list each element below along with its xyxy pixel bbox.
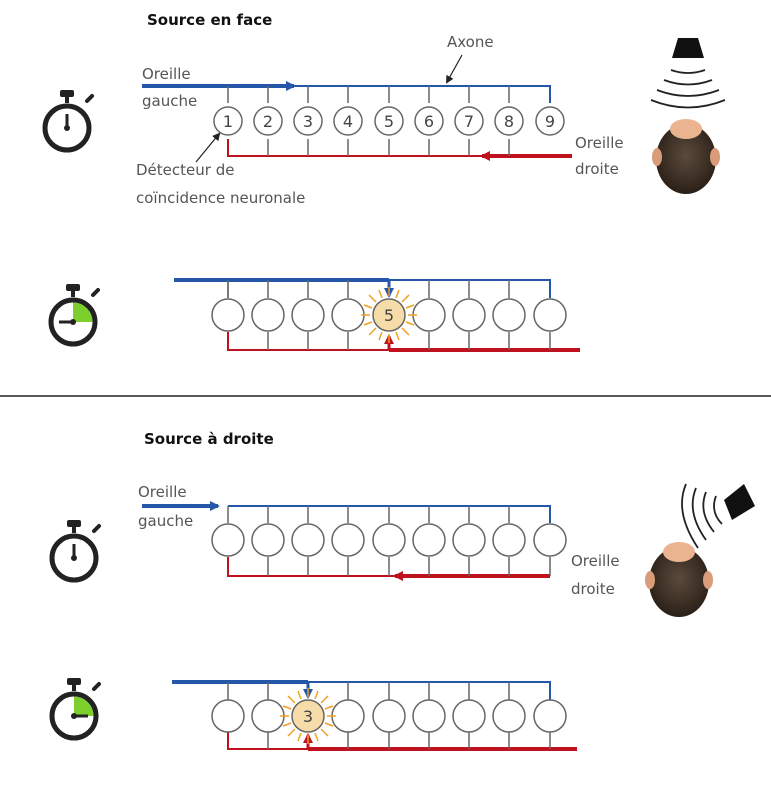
detector-circle: [452, 699, 486, 733]
detector-circle: [492, 298, 526, 332]
detector-circle: [492, 699, 526, 733]
detector-circle: [412, 523, 446, 557]
detector-circle: [331, 523, 365, 557]
axon-label: Axone: [447, 33, 494, 51]
detector-number: 1: [223, 112, 233, 131]
detector-label: coïncidence neuronale: [136, 189, 305, 207]
detector-circle: [492, 523, 526, 557]
detector-circle: [533, 298, 567, 332]
right-axon: [227, 732, 308, 750]
timer-icon: [48, 284, 100, 347]
detector-circle: [331, 699, 365, 733]
detector-pointer: [195, 132, 221, 163]
timer-icon: [49, 678, 101, 741]
panel-coincidence: 3: [49, 678, 577, 751]
left-axon: [228, 505, 551, 523]
detector-number: 4: [343, 112, 353, 131]
detector-circle: [454, 106, 484, 136]
detector-circle: [452, 298, 486, 332]
left-ear-label: gauche: [138, 512, 193, 530]
detector-number: 6: [424, 112, 434, 131]
right-ear-label: Oreille: [571, 552, 620, 570]
timer-elapsed-wedge: [73, 302, 93, 322]
detector-circle: [412, 699, 446, 733]
panel-coincidence: 5: [48, 278, 580, 352]
speaker-icon: [681, 483, 755, 549]
left-axon: [389, 279, 551, 298]
detector-circle: [251, 699, 285, 733]
detector-circle: [494, 106, 524, 136]
right-ear-label: droite: [575, 160, 619, 178]
left-axon: [228, 85, 551, 103]
right-axon: [227, 332, 389, 351]
axon-pointer: [446, 54, 463, 84]
detector-number: 2: [263, 112, 273, 131]
detector-circle: [372, 699, 406, 733]
detector-number: 8: [504, 112, 514, 131]
panel-initial: Oreille gauche Oreille droite: [49, 483, 755, 617]
left-ear-label: gauche: [142, 92, 197, 110]
fired-detector-number: 3: [303, 707, 313, 726]
detector-circle: [452, 523, 486, 557]
detector-circle: [213, 106, 243, 136]
detector-circle: [374, 106, 404, 136]
detector-circle: [412, 298, 446, 332]
panel-initial: 1 2 3 4 5 6 7 8 9 Oreille gauche Oreille…: [42, 33, 726, 207]
detector-circle: [291, 523, 325, 557]
section-source-right: Source à droite: [49, 430, 755, 751]
section-title: Source à droite: [144, 430, 274, 448]
left-ear-label: Oreille: [138, 483, 187, 501]
timer-icon: [49, 520, 101, 583]
detector-circle: [414, 106, 444, 136]
speaker-icon: [650, 38, 726, 109]
detector-circle: [535, 106, 565, 136]
section-title: Source en face: [147, 11, 272, 29]
detector-circle: [253, 106, 283, 136]
right-ear-label: Oreille: [575, 134, 624, 152]
detector-circle: [331, 298, 365, 332]
detector-circle: [293, 106, 323, 136]
detector-circle: [372, 523, 406, 557]
detector-circle: [291, 298, 325, 332]
detector-circle: [211, 699, 245, 733]
section-source-front: Source en face: [42, 11, 726, 352]
detector-circle: [211, 298, 245, 332]
left-ear-label: Oreille: [142, 65, 191, 83]
fired-detector-number: 5: [384, 306, 394, 325]
detector-circle: [533, 699, 567, 733]
fired-detector: 3: [280, 688, 336, 744]
detector-number: 5: [384, 112, 394, 131]
fired-detector: 5: [361, 287, 417, 343]
detector-circle: [251, 523, 285, 557]
detector-label: Détecteur de: [136, 161, 234, 179]
right-ear-label: droite: [571, 580, 615, 598]
detector-number: 9: [545, 112, 555, 131]
head-icon: [645, 542, 713, 617]
detector-circle: [211, 523, 245, 557]
detector-circle: [251, 298, 285, 332]
head-icon: [652, 119, 720, 194]
detector-number: 7: [464, 112, 474, 131]
detector-circle: [333, 106, 363, 136]
timer-icon: [42, 90, 94, 153]
detector-number: 3: [303, 112, 313, 131]
detector-circle: [533, 523, 567, 557]
timer-elapsed-wedge: [74, 696, 94, 716]
right-axon: [227, 139, 550, 157]
